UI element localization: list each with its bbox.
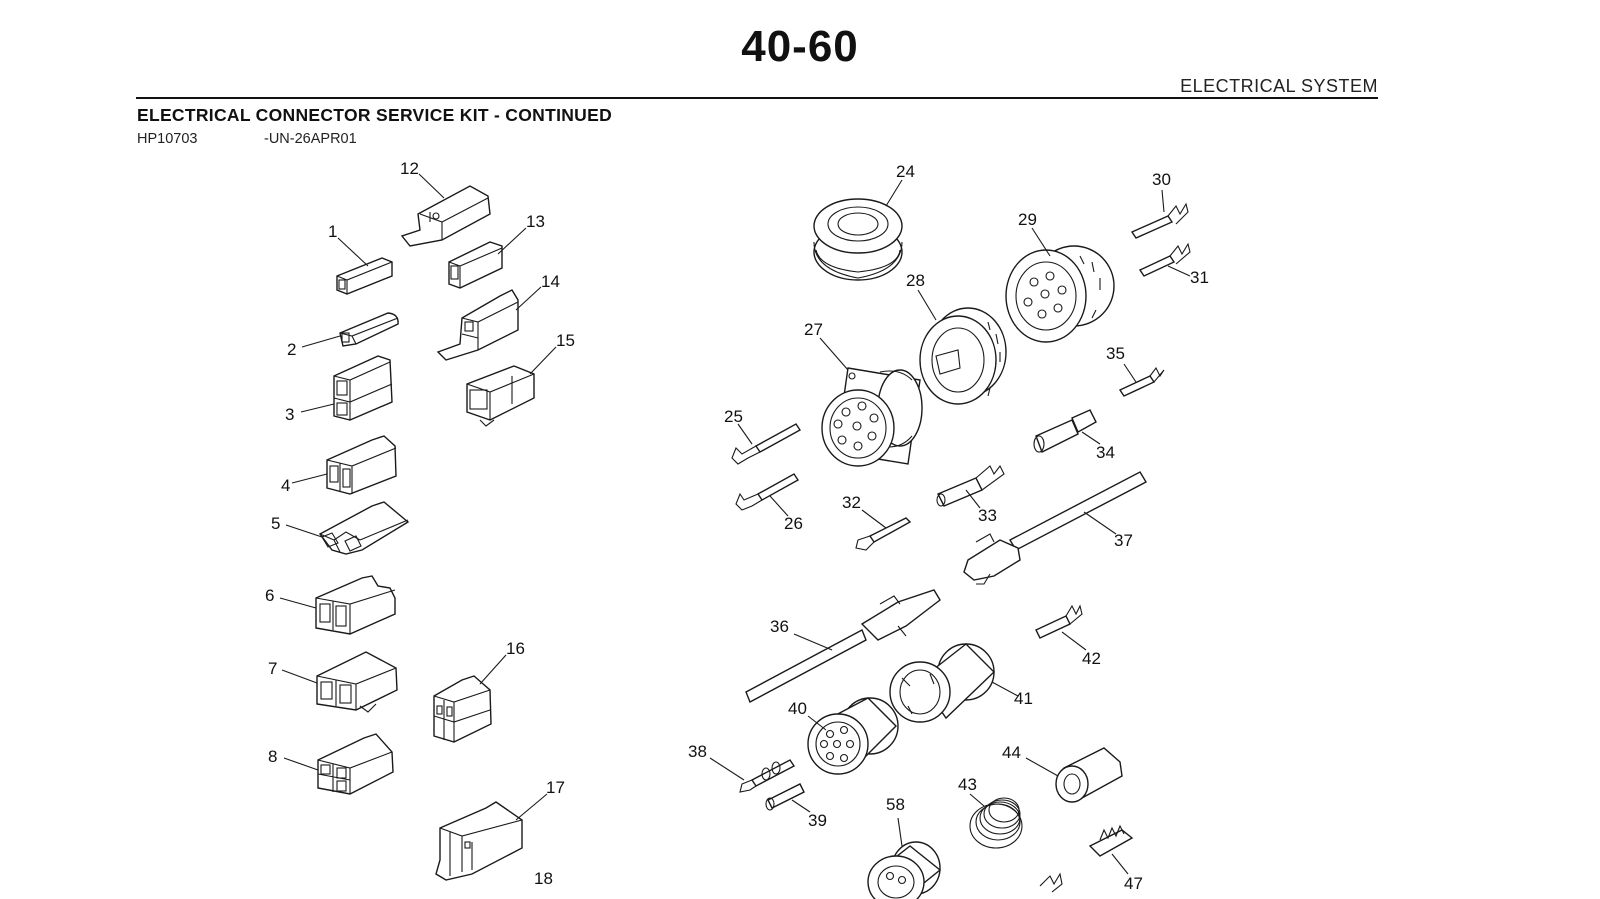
- part-15: [466, 346, 557, 427]
- part-42: [1035, 604, 1087, 651]
- part-6: [279, 575, 396, 635]
- callout-30: 30: [1152, 170, 1171, 189]
- callout-33: 33: [978, 506, 997, 525]
- figure-date: -UN-26APR01: [264, 131, 357, 147]
- callout-34: 34: [1096, 443, 1115, 462]
- part-27: [819, 337, 923, 467]
- part-28: [917, 289, 1007, 405]
- callout-41: 41: [1014, 689, 1033, 708]
- part-36: [745, 589, 941, 703]
- callout-25: 25: [724, 407, 743, 426]
- callout-24: 24: [896, 162, 915, 181]
- part-25: [731, 423, 802, 465]
- part-29: [1005, 227, 1115, 343]
- part-58: [867, 817, 942, 899]
- callout-18: 18: [534, 869, 553, 888]
- callout-35: 35: [1106, 344, 1125, 363]
- part-13: [448, 227, 527, 289]
- part-33: [936, 464, 1005, 509]
- part-2: [301, 312, 399, 348]
- callout-16: 16: [506, 639, 525, 658]
- callout-43: 43: [958, 775, 977, 794]
- callout-4: 4: [281, 476, 290, 495]
- callout-36: 36: [770, 617, 789, 636]
- part-1: [336, 237, 393, 295]
- part-14: [436, 286, 542, 361]
- part-fragment: [1039, 872, 1063, 893]
- callout-5: 5: [271, 514, 280, 533]
- callout-15: 15: [556, 331, 575, 350]
- part-26: [735, 473, 800, 517]
- callout-28: 28: [906, 271, 925, 290]
- callout-14: 14: [541, 272, 560, 291]
- part-31: [1138, 242, 1191, 277]
- callout-1: 1: [328, 222, 337, 241]
- part-8: [283, 733, 394, 795]
- part-32: [855, 509, 912, 551]
- callout-26: 26: [784, 514, 803, 533]
- callout-17: 17: [546, 778, 565, 797]
- part-7: [281, 651, 398, 713]
- callout-58: 58: [886, 795, 905, 814]
- part-12: [400, 173, 491, 247]
- figure-code: HP10703: [137, 131, 198, 147]
- part-44: [1025, 747, 1123, 803]
- callout-13: 13: [526, 212, 545, 231]
- callout-42: 42: [1082, 649, 1101, 668]
- callout-47: 47: [1124, 874, 1143, 893]
- callout-29: 29: [1018, 210, 1037, 229]
- part-24: [813, 179, 903, 281]
- part-34: [1033, 409, 1101, 453]
- callout-7: 7: [268, 659, 277, 678]
- part-35: [1118, 363, 1165, 397]
- callout-6: 6: [265, 586, 274, 605]
- part-4: [291, 435, 397, 495]
- callout-40: 40: [788, 699, 807, 718]
- callout-2: 2: [287, 340, 296, 359]
- part-41: [889, 643, 1019, 723]
- part-16: [433, 654, 507, 743]
- callout-3: 3: [285, 405, 294, 424]
- callout-32: 32: [842, 493, 861, 512]
- callout-31: 31: [1190, 268, 1209, 287]
- part-47: [1088, 824, 1134, 875]
- part-43: [969, 793, 1023, 849]
- callout-37: 37: [1114, 531, 1133, 550]
- part-30: [1130, 189, 1189, 239]
- part-5: [285, 501, 410, 555]
- callout-8: 8: [268, 747, 277, 766]
- page-number: 40-60: [741, 22, 859, 71]
- kit-title: ELECTRICAL CONNECTOR SERVICE KIT - CONTI…: [137, 105, 613, 125]
- part-17: [435, 793, 548, 881]
- callout-27: 27: [804, 320, 823, 339]
- callout-38: 38: [688, 742, 707, 761]
- part-38: [709, 757, 796, 793]
- header-rule: [136, 97, 1378, 99]
- callout-12: 12: [400, 159, 419, 178]
- part-37: [963, 471, 1147, 585]
- part-39: [765, 783, 811, 813]
- callout-44: 44: [1002, 743, 1021, 762]
- callout-39: 39: [808, 811, 827, 830]
- part-40: [807, 697, 899, 775]
- section-name: ELECTRICAL SYSTEM: [1180, 76, 1378, 96]
- part-3: [300, 355, 393, 421]
